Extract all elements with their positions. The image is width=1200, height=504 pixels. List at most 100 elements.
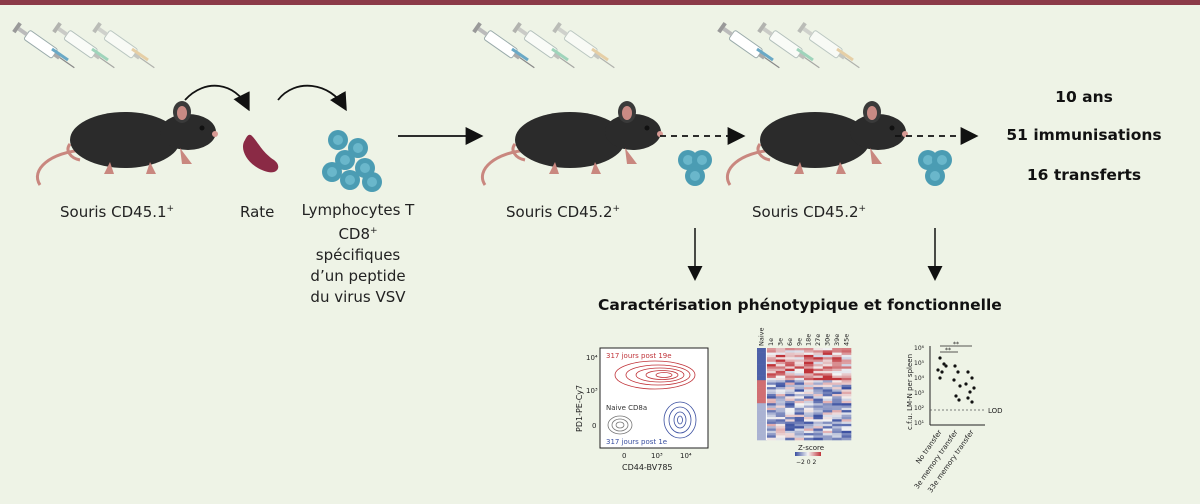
heatmap-cell bbox=[757, 428, 767, 432]
heatmap-cell bbox=[813, 384, 824, 388]
heatmap-cell bbox=[775, 357, 786, 360]
heatmap-cell bbox=[832, 352, 842, 356]
heatmap-cell bbox=[794, 364, 805, 367]
heatmap-cell bbox=[794, 357, 805, 360]
heatmap-cell bbox=[804, 435, 814, 438]
heatmap-cell bbox=[841, 426, 852, 429]
heatmap-cell bbox=[832, 371, 842, 374]
heatmap-cell bbox=[841, 410, 852, 413]
heatmap-cell bbox=[813, 405, 824, 409]
heatmap-cell bbox=[794, 430, 805, 434]
heatmap-cell bbox=[841, 398, 852, 402]
heatmap-cell bbox=[775, 426, 786, 429]
heatmap-cell bbox=[794, 377, 805, 381]
heatmap-cell bbox=[757, 400, 767, 404]
heatmap-cell bbox=[766, 375, 777, 379]
scatter-point bbox=[944, 364, 948, 368]
heatmap-cell bbox=[841, 412, 852, 415]
heatmap-cell bbox=[766, 387, 777, 390]
heatmap-cell bbox=[775, 371, 786, 374]
heatmap-cell bbox=[794, 414, 805, 418]
heatmap-cell bbox=[813, 414, 824, 418]
heatmap-cell bbox=[785, 419, 795, 422]
heatmap-cell bbox=[841, 357, 852, 360]
heatmap-cell bbox=[822, 377, 833, 381]
heatmap-column-label: 39e bbox=[833, 334, 841, 346]
heatmap-cell bbox=[832, 400, 842, 404]
heatmap-cell bbox=[757, 387, 767, 390]
heatmap-cell bbox=[757, 377, 767, 381]
heatmap-cell bbox=[841, 437, 852, 441]
heatmap-cell bbox=[832, 377, 842, 381]
scatter-point bbox=[956, 370, 960, 374]
heatmap-cell bbox=[775, 430, 786, 434]
heatmap-cell bbox=[822, 373, 833, 376]
heatmap-scale-bar bbox=[795, 452, 821, 456]
heatmap-cell bbox=[775, 361, 786, 365]
heatmap-cell bbox=[757, 398, 767, 402]
scatter-y-tick: 10³ bbox=[914, 390, 925, 397]
tcell-line-2: CD8+ bbox=[338, 225, 378, 243]
label-mouse-cd45-1: Souris CD45.1+ bbox=[60, 203, 175, 221]
heatmap-cell bbox=[794, 368, 805, 372]
heatmap-cell bbox=[775, 366, 786, 369]
heatmap-cell bbox=[785, 407, 795, 411]
heatmap-cell bbox=[757, 423, 767, 427]
heatmap-cell bbox=[813, 426, 824, 429]
scatter-point bbox=[938, 356, 942, 360]
heatmap-cell bbox=[757, 352, 767, 356]
heatmap-cell bbox=[841, 400, 852, 404]
heatmap-column-label: 27e bbox=[814, 334, 822, 346]
heatmap-cell bbox=[766, 364, 777, 367]
heatmap-cell bbox=[804, 423, 814, 427]
heatmap-column-label: 45e bbox=[842, 334, 850, 346]
heatmap-cell bbox=[813, 364, 824, 367]
heatmap-cell bbox=[813, 361, 824, 365]
scatter-point bbox=[942, 362, 946, 366]
heatmap-cell bbox=[822, 348, 833, 351]
heatmap-cell bbox=[822, 412, 833, 415]
heatmap-cell bbox=[813, 430, 824, 434]
heatmap-cell bbox=[832, 403, 842, 406]
heatmap-cell bbox=[757, 407, 767, 411]
heatmap-cell bbox=[775, 350, 786, 353]
scatter-point bbox=[954, 394, 958, 398]
heatmap-cell bbox=[775, 359, 786, 363]
heatmap-cell bbox=[804, 366, 814, 369]
heatmap-cell bbox=[804, 419, 814, 422]
heatmap-cell bbox=[757, 426, 767, 429]
flow-xlabel: CD44-BV785 bbox=[622, 463, 673, 472]
heatmap-cell bbox=[766, 384, 777, 388]
scatter-y-tick: 10⁴ bbox=[914, 375, 925, 382]
heatmap-cell bbox=[766, 359, 777, 363]
heatmap-cell bbox=[841, 389, 852, 392]
heatmap-cell bbox=[813, 423, 824, 427]
heatmap-cell bbox=[841, 377, 852, 381]
heatmap-cell bbox=[794, 375, 805, 379]
heatmap-cell bbox=[785, 437, 795, 441]
heatmap-cell bbox=[813, 412, 824, 415]
heatmap-cell bbox=[841, 354, 852, 358]
heatmap-cell bbox=[775, 377, 786, 381]
heatmap-column-label: 18e bbox=[805, 334, 813, 346]
heatmap-cell bbox=[804, 414, 814, 418]
heatmap-cell bbox=[785, 391, 795, 395]
characterisation-title: Caractérisation phénotypique et fonction… bbox=[598, 296, 1002, 314]
heatmap-cell bbox=[785, 403, 795, 406]
heatmap-cell bbox=[832, 435, 842, 438]
heatmap-cell bbox=[775, 398, 786, 402]
heatmap-cell bbox=[785, 371, 795, 374]
heatmap-cell bbox=[813, 371, 824, 374]
scatter-point bbox=[938, 376, 942, 380]
heatmap-cell bbox=[822, 403, 833, 406]
heatmap-cell bbox=[785, 373, 795, 376]
heatmap-cell bbox=[785, 423, 795, 427]
heatmap-cell bbox=[822, 419, 833, 422]
heatmap-cell bbox=[813, 435, 824, 438]
heatmap-cell bbox=[794, 410, 805, 413]
heatmap-cell bbox=[832, 428, 842, 432]
heatmap-cell bbox=[841, 359, 852, 363]
